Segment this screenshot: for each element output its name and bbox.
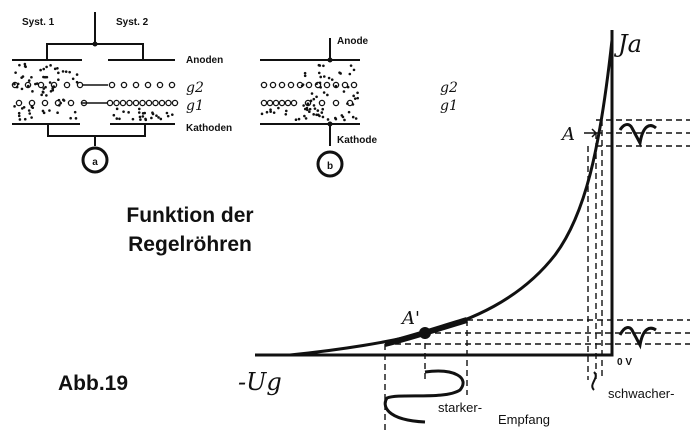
title-line-1: Funktion der <box>126 204 253 227</box>
marker-b: b <box>327 161 333 172</box>
electrodes-b <box>260 38 360 146</box>
output-signal-strong <box>618 326 657 350</box>
label-anode: Anode <box>337 36 369 47</box>
marker-a: a <box>92 157 98 168</box>
label-cathode: Kathode <box>337 135 377 146</box>
label-anodes: Anoden <box>186 55 223 66</box>
tube-diagram-a: Syst. 1 Syst. 2 Anoden g2 g1 Kathoden a <box>11 12 232 174</box>
input-signal-large <box>383 369 465 424</box>
label-system-1: Syst. 1 <box>22 17 55 28</box>
figure-label: Abb.19 <box>58 372 128 395</box>
label-cathodes: Kathoden <box>186 123 232 134</box>
label-system-2: Syst. 2 <box>116 17 149 28</box>
label-g2-a: g2 <box>186 80 204 96</box>
label-point-a: A <box>560 124 575 145</box>
characteristic-graph: Ja -Ug A A' 0 V starker- Empfang schwach… <box>238 30 690 434</box>
axes <box>255 30 614 357</box>
electron-cloud-a <box>11 62 179 122</box>
label-zero-volt: 0 V <box>617 357 632 368</box>
label-reception: Empfang <box>498 412 550 427</box>
label-weak: schwacher- <box>608 386 674 401</box>
x-axis-label: -Ug <box>238 368 282 396</box>
label-g1-a: g1 <box>186 98 204 114</box>
projection-lines <box>384 119 690 434</box>
tube-diagram-b: Anode g2 g1 Kathode b <box>260 36 458 178</box>
label-g2-b: g2 <box>440 80 458 96</box>
electron-cloud-b <box>260 63 359 122</box>
title-line-2: Regelröhren <box>128 233 252 256</box>
label-point-a-prime: A' <box>400 308 420 329</box>
arrow-to-a <box>584 128 598 138</box>
output-signal-weak <box>618 123 657 148</box>
input-signal-small <box>591 371 597 391</box>
characteristic-curve <box>289 39 614 357</box>
cathode-wiring <box>12 123 175 146</box>
label-strong: starker- <box>438 400 482 415</box>
label-g1-b: g1 <box>440 98 458 114</box>
y-axis-label: Ja <box>613 30 642 58</box>
grid-links <box>82 84 108 104</box>
